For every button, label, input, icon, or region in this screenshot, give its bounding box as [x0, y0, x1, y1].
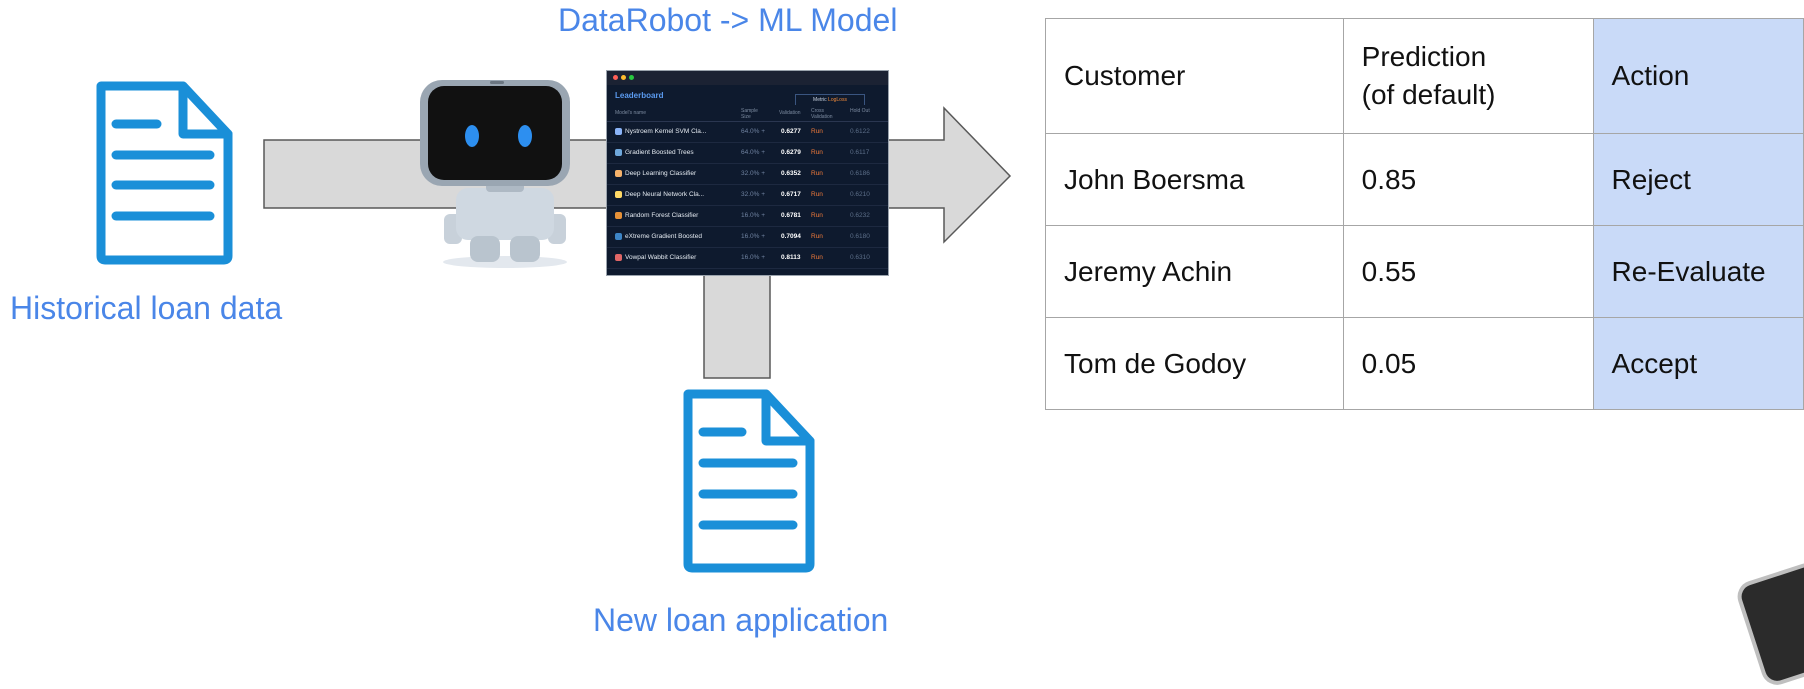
sample-size: 32.0% +	[741, 191, 766, 198]
model-name: eXtreme Gradient Boosted	[625, 233, 702, 240]
cross-validation-run: Run	[811, 128, 823, 135]
cell-prediction: 0.85	[1342, 133, 1594, 226]
validation-score: 0.6277	[781, 128, 801, 135]
header-action: Action	[1592, 18, 1804, 134]
metric-label: Metric	[813, 97, 827, 103]
model-type-icon	[615, 233, 622, 240]
cell-prediction: 0.05	[1342, 317, 1594, 410]
window-titlebar	[607, 71, 888, 85]
sample-size: 64.0% +	[741, 149, 766, 156]
header-prediction-line2: (of default)	[1361, 79, 1496, 110]
prediction-table: Customer Prediction (of default) Action …	[1045, 18, 1804, 410]
holdout-score: 0.6232	[850, 212, 870, 219]
holdout-score: 0.6186	[850, 170, 870, 177]
cross-validation-run: Run	[811, 149, 823, 156]
model-type-icon	[615, 128, 622, 135]
col-model-name: Model's name	[615, 110, 646, 116]
new-application-label: New loan application	[593, 602, 889, 638]
table-row: Jeremy Achin 0.55 Re-Evaluate	[1045, 225, 1804, 318]
sample-size: 64.0% +	[741, 128, 766, 135]
metric-selector: Metric LogLoss	[795, 94, 865, 105]
holdout-score: 0.6117	[850, 149, 870, 156]
header-prediction-line1: Prediction	[1361, 41, 1487, 72]
col-cross-validation: Cross Validation	[811, 108, 833, 120]
historical-document-icon	[96, 81, 233, 265]
validation-score: 0.6781	[781, 212, 801, 219]
model-label: DataRobot -> ML Model	[558, 2, 898, 38]
header-customer: Customer	[1045, 18, 1344, 134]
cell-customer: Tom de Godoy	[1045, 317, 1344, 410]
header-prediction: Prediction (of default)	[1342, 18, 1594, 134]
close-dot	[613, 75, 618, 80]
model-name: Vowpal Wabbit Classifier	[625, 254, 697, 261]
leaderboard-row: Deep Learning Classifier 32.0% + 0.6352 Run…	[607, 164, 888, 185]
model-name: Deep Learning Classifier	[625, 170, 697, 177]
leaderboard-row: eXtreme Gradient Boosted 16.0% + 0.7094 Run…	[607, 227, 888, 248]
model-type-icon	[615, 149, 622, 156]
leaderboard-row: Nystroem Kernel SVM Cla... 64.0% + 0.6277 R…	[607, 122, 888, 143]
model-name: Random Forest Classifier	[625, 212, 699, 219]
model-type-icon	[615, 254, 622, 261]
sample-size: 16.0% +	[741, 254, 766, 261]
metric-value: LogLoss	[828, 97, 847, 103]
validation-score: 0.6279	[781, 149, 801, 156]
holdout-score: 0.6310	[850, 254, 870, 261]
cell-action: Reject	[1592, 133, 1804, 226]
vertical-connector	[703, 273, 771, 379]
cell-action: Re-Evaluate	[1592, 225, 1804, 318]
leaderboard-title: Leaderboard	[615, 91, 664, 100]
validation-score: 0.8113	[781, 254, 801, 261]
model-type-icon	[615, 170, 622, 177]
cross-validation-run: Run	[811, 233, 823, 240]
leaderboard-screenshot: Leaderboard Metric LogLoss Model's name …	[606, 70, 889, 276]
model-name: Deep Neural Network Cla...	[625, 191, 705, 198]
cross-validation-run: Run	[811, 212, 823, 219]
leaderboard-row: Vowpal Wabbit Classifier 16.0% + 0.8113 Run…	[607, 248, 888, 269]
leaderboard-row: Gradient Boosted Trees 64.0% + 0.6279 Run 0.…	[607, 143, 888, 164]
new-application-document-icon	[683, 389, 815, 573]
table-row: John Boersma 0.85 Reject	[1045, 133, 1804, 226]
minimize-dot	[621, 75, 626, 80]
sample-size: 32.0% +	[741, 170, 766, 177]
leaderboard-row: Deep Neural Network Cla... 32.0% + 0.6717 R…	[607, 185, 888, 206]
col-sample-size: Sample Size	[741, 108, 758, 120]
validation-score: 0.6352	[781, 170, 801, 177]
cross-validation-run: Run	[811, 170, 823, 177]
leaderboard-column-headers: Model's name Sample Size Validation Cros…	[607, 107, 888, 122]
cell-prediction: 0.55	[1342, 225, 1594, 318]
col-validation: Validation	[779, 110, 801, 116]
holdout-score: 0.6180	[850, 233, 870, 240]
cross-validation-run: Run	[811, 191, 823, 198]
robot-icon	[420, 80, 570, 268]
model-type-icon	[615, 212, 622, 219]
model-type-icon	[615, 191, 622, 198]
sample-size: 16.0% +	[741, 212, 766, 219]
maximize-dot	[629, 75, 634, 80]
holdout-score: 0.6122	[850, 128, 870, 135]
model-name: Gradient Boosted Trees	[625, 149, 694, 156]
table-row: Tom de Godoy 0.05 Accept	[1045, 317, 1804, 410]
validation-score: 0.6717	[781, 191, 801, 198]
cell-action: Accept	[1592, 317, 1804, 410]
sample-size: 16.0% +	[741, 233, 766, 240]
cell-customer: Jeremy Achin	[1045, 225, 1344, 318]
col-holdout: Hold Out	[850, 108, 870, 114]
cell-customer: John Boersma	[1045, 133, 1344, 226]
validation-score: 0.7094	[781, 233, 801, 240]
leaderboard-row: Random Forest Classifier 16.0% + 0.6781 Run…	[607, 206, 888, 227]
cross-validation-run: Run	[811, 254, 823, 261]
table-header-row: Customer Prediction (of default) Action	[1045, 18, 1804, 134]
historical-data-label: Historical loan data	[10, 290, 283, 326]
model-name: Nystroem Kernel SVM Cla...	[625, 128, 707, 135]
holdout-score: 0.6210	[850, 191, 870, 198]
